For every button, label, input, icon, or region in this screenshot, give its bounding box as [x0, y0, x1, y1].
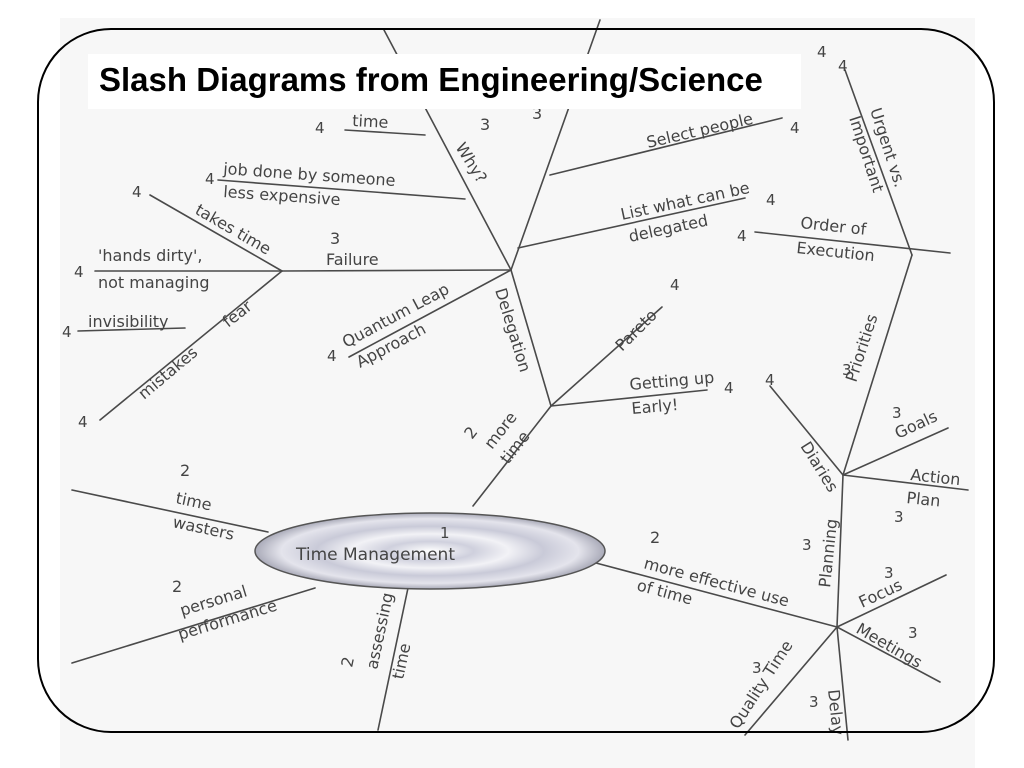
- branch-quality-time: [744, 626, 838, 736]
- branch-more-effective: [595, 562, 838, 628]
- label-not-managing: not managing: [98, 273, 210, 292]
- branch-planning: [836, 474, 844, 628]
- label-getting-up-number: 4: [724, 379, 734, 397]
- branch-action-plan: [842, 474, 969, 491]
- label-job-done-number: 4: [205, 170, 215, 188]
- label-goals-number: 3: [892, 404, 902, 422]
- label-select-people-number: 4: [790, 119, 800, 137]
- label-quantum-leap-number: 4: [327, 347, 337, 365]
- branch-priorities: [842, 254, 913, 476]
- center-node-label: Time Management: [295, 545, 455, 565]
- branch-focus: [836, 574, 947, 628]
- branch-invisibility: [77, 327, 186, 332]
- label-invisibility-number: 4: [62, 323, 72, 341]
- label-planning-number: 3: [802, 536, 812, 554]
- label-priorities-number: 3: [842, 361, 852, 379]
- branch-failure: [281, 269, 512, 272]
- label-failure: Failure: [326, 250, 379, 269]
- center-node-number: 1: [440, 524, 450, 542]
- label-plan: Plan: [906, 488, 942, 510]
- branch-more-time: [472, 405, 552, 507]
- label-takes-time-number: 4: [132, 183, 142, 201]
- title-box: [88, 54, 801, 109]
- label-failure-number: 3: [330, 229, 340, 248]
- label-delay: Delay: [824, 688, 848, 736]
- label-time-leaf-number: 4: [315, 119, 325, 137]
- label-delay-number: 3: [809, 693, 819, 711]
- branch-urgent: [844, 69, 913, 256]
- branch-order: [754, 231, 951, 254]
- label-hands-dirty: 'hands dirty',: [98, 246, 202, 265]
- branch-job-done: [217, 179, 466, 200]
- label-list-what-number: 4: [766, 191, 776, 209]
- label-meetings-number: 3: [908, 624, 918, 642]
- label-upper-right-number: 4: [817, 43, 827, 61]
- branch-assessing-time: [377, 587, 409, 731]
- label-pareto-number: 4: [670, 276, 680, 294]
- label-invisibility: invisibility: [88, 312, 169, 331]
- label-time-wasters-number: 2: [180, 461, 190, 480]
- label-diaries-number: 4: [765, 371, 775, 389]
- label-personal-number: 2: [172, 577, 182, 596]
- branch-delegation: [510, 269, 552, 407]
- branch-diaries: [769, 385, 844, 476]
- label-hands-dirty-number: 4: [74, 263, 84, 281]
- branch-getting-up: [550, 389, 708, 407]
- branch-fear: [99, 270, 283, 421]
- label-early: Early!: [631, 395, 679, 418]
- branch-personal-performance: [71, 587, 316, 664]
- label-action-number: 3: [894, 508, 904, 526]
- rounded-frame: [37, 28, 995, 733]
- label-assessing-number: 2: [337, 655, 358, 669]
- slide-title: Slash Diagrams from Engineering/Science: [99, 61, 763, 98]
- branch-time-wasters: [71, 489, 269, 533]
- center-node: [254, 512, 606, 590]
- branch-pareto: [550, 306, 663, 407]
- branch-goals: [842, 427, 949, 476]
- branch-quantum-leap: [348, 269, 512, 358]
- label-quality-time-number: 3: [752, 659, 762, 677]
- branch-select-people: [549, 117, 783, 176]
- branch-time-leaf: [344, 129, 426, 136]
- label-top-number: 3: [532, 104, 542, 123]
- branch-list-what: [517, 197, 746, 249]
- label-order-number: 4: [737, 227, 747, 245]
- label-urgent-number: 4: [838, 57, 848, 75]
- label-effective-number: 2: [650, 528, 660, 547]
- label-time-leaf: time: [352, 111, 389, 132]
- branch-takes-time: [149, 194, 283, 272]
- label-why-number: 3: [480, 115, 490, 134]
- branch-delay: [836, 626, 849, 741]
- label-mistakes-number: 4: [78, 413, 88, 431]
- label-focus-number: 3: [884, 564, 894, 582]
